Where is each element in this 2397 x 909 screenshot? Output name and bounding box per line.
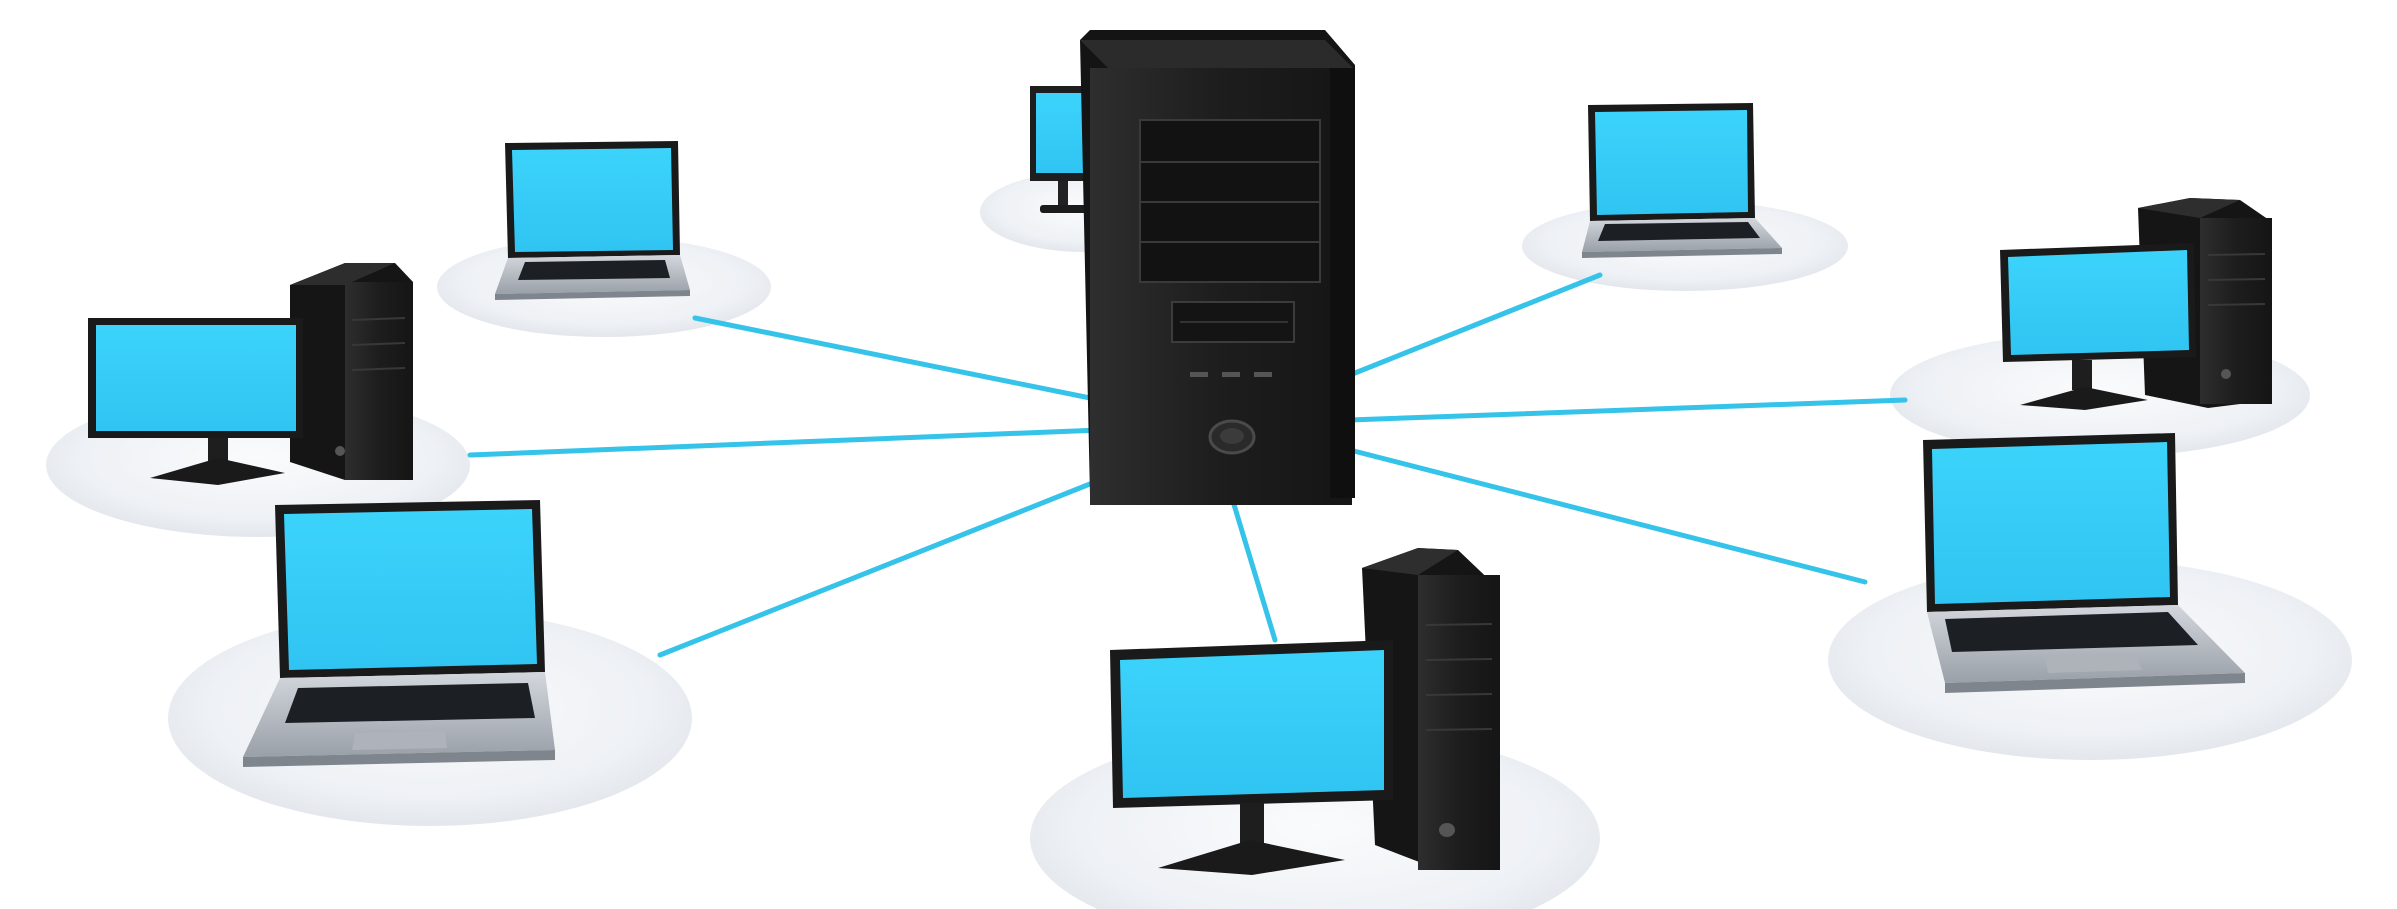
desktop-computer-icon [1110, 548, 1500, 875]
link-top-left-laptop [692, 315, 1103, 403]
desktop-computer-icon [88, 263, 413, 485]
link-left-desktop [467, 427, 1103, 458]
laptop-icon [243, 500, 555, 767]
desktop-computer-icon [1030, 86, 1090, 213]
laptop-icon [1582, 103, 1782, 258]
network-links [467, 272, 1908, 658]
server-tower-icon [1080, 30, 1355, 505]
link-right-laptop [1347, 447, 1868, 585]
link-bottom-desktop [1229, 495, 1278, 643]
desktop-computer-icon [2000, 198, 2272, 410]
link-right-desktop [1347, 397, 1908, 423]
link-top-right-laptop [1347, 272, 1603, 378]
laptop-icon [1923, 433, 2245, 693]
link-left-laptop [657, 475, 1108, 658]
laptop-icon [495, 141, 690, 300]
